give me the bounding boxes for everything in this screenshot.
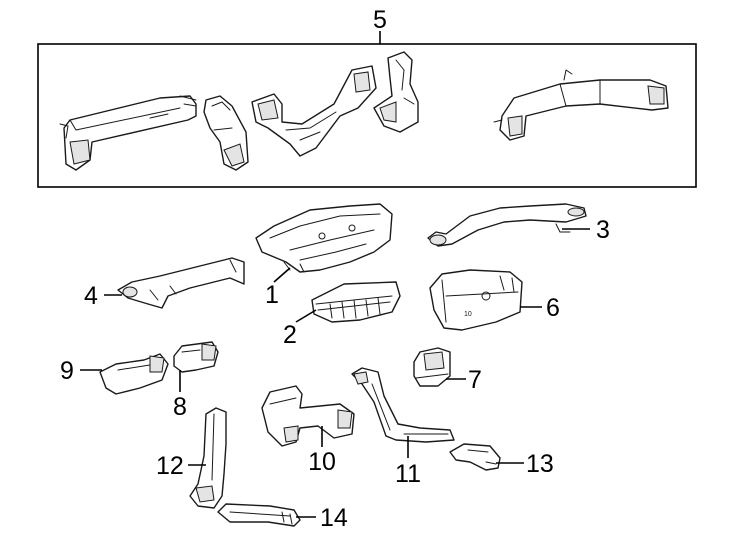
callout-14[interactable]: 14 [320,504,348,532]
part-10-rear-duct[interactable] [261,385,355,447]
part-14-floor-extension[interactable] [217,503,301,527]
part-3-defroster-duct[interactable] [427,203,587,247]
part-8-outlet-duct[interactable] [173,341,219,373]
callout-12[interactable]: 12 [156,452,184,480]
part-4-side-duct[interactable] [117,257,245,309]
callout-3[interactable]: 3 [596,216,610,244]
leader-1 [273,267,291,283]
part-5-left-duct[interactable] [59,95,197,171]
callout-1[interactable]: 1 [265,281,279,309]
callout-7[interactable]: 7 [468,366,482,394]
callout-5[interactable]: 5 [373,6,387,34]
part-1-distribution-duct[interactable] [255,203,393,273]
part-6-stamp: 10 [464,311,472,318]
part-6-center-duct[interactable]: 10 [429,269,523,331]
duct-assembly-frame [37,43,697,188]
callout-11[interactable]: 11 [395,460,421,488]
callout-13[interactable]: 13 [526,450,554,478]
callout-8[interactable]: 8 [173,393,187,421]
callout-2[interactable]: 2 [283,321,297,349]
callout-9[interactable]: 9 [60,357,74,385]
part-7-vent-housing[interactable] [413,347,451,387]
part-5-elbow[interactable] [203,95,249,171]
part-9-foot-duct[interactable] [99,353,169,395]
part-5-center-duct[interactable] [251,65,377,157]
leader-2 [295,309,317,323]
part-12-vertical-duct[interactable] [189,407,227,509]
part-11-floor-duct[interactable] [351,367,455,443]
part-5-right-duct[interactable] [493,69,669,141]
callout-6[interactable]: 6 [546,294,560,322]
callout-4[interactable]: 4 [84,282,98,310]
part-5-bent-duct[interactable] [373,51,419,133]
part-13-floor-outlet[interactable] [449,443,501,471]
callout-10[interactable]: 10 [308,448,336,476]
part-2-vent-grille[interactable] [311,281,401,323]
